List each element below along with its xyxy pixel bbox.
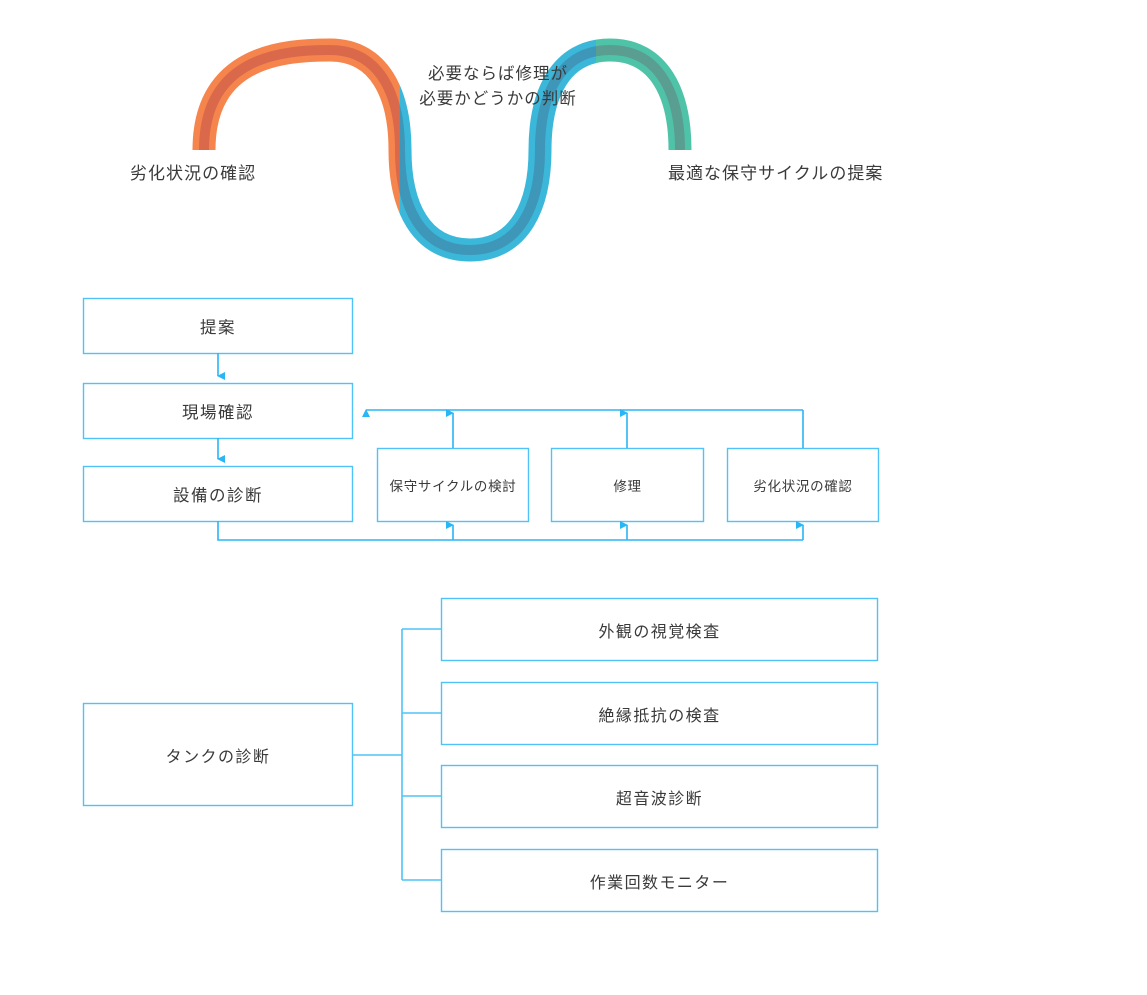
wave-label-center: 必要ならば修理が 必要かどうかの判断 — [400, 62, 596, 112]
wave-label-left: 劣化状況の確認 — [130, 164, 257, 184]
connector-fanout-bus-bottom — [217, 521, 803, 541]
wave-label-center-line2: 必要かどうかの判断 — [419, 88, 577, 108]
tree-box-ultrasonic-diagnosis[interactable] — [440, 764, 879, 829]
tree-box-operation-count-monitor[interactable] — [440, 848, 879, 913]
tree-box-visual-inspection[interactable] — [440, 597, 879, 662]
tree-box-root[interactable] — [82, 702, 354, 807]
wave-segment-orange — [192, 38, 400, 214]
tank-diagnosis-tree — [82, 597, 879, 913]
maintenance-flowchart — [82, 297, 880, 541]
tree-box-insulation-resistance[interactable] — [440, 681, 879, 746]
tree-connector-bracket — [353, 628, 441, 881]
flow-box-degradation-check[interactable] — [726, 447, 880, 523]
wave-label-center-line1: 必要ならば修理が — [428, 64, 568, 83]
flow-box-repair[interactable] — [550, 447, 705, 523]
flow-box-equipment-diagnosis[interactable] — [82, 465, 354, 523]
flow-box-proposal[interactable] — [82, 297, 354, 355]
wave-label-right: 最適な保守サイクルの提案 — [668, 164, 884, 184]
flow-box-maintenance-cycle-review[interactable] — [376, 447, 530, 523]
process-wave-graphic — [192, 38, 692, 262]
wave-segment-blue — [400, 39, 596, 262]
wave-segment-green — [596, 38, 692, 151]
flow-box-site-check[interactable] — [82, 382, 354, 440]
